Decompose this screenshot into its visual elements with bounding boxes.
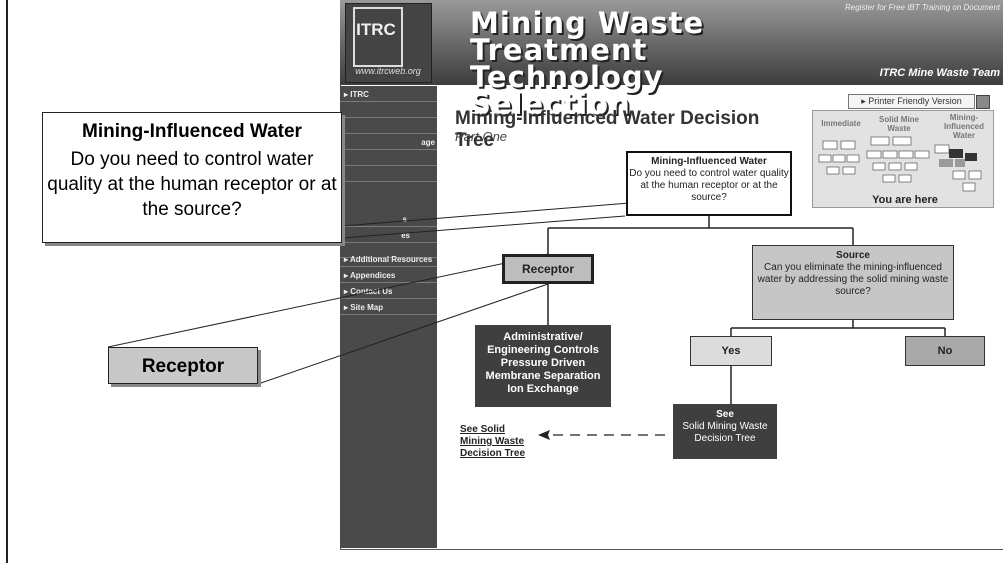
node-see-solid-tree[interactable]: See Solid Mining Waste Decision Tree	[673, 404, 777, 459]
sidebar-item[interactable]: s	[340, 212, 437, 227]
logo-frame	[353, 7, 403, 67]
register-link[interactable]: Register for Free IBT Training on Docume…	[844, 3, 1000, 12]
decision-tree-overview-map[interactable]: Immediate Solid Mine Waste Mining-Influe…	[812, 110, 994, 208]
overview-label-miw: Mining-Influenced Water	[943, 113, 984, 140]
see-solid-mining-waste-link[interactable]: See Solid Mining Waste Decision Tree	[460, 424, 540, 460]
site-banner	[340, 0, 1003, 85]
control-line: Administrative/	[503, 331, 583, 343]
node-yes[interactable]: Yes	[690, 336, 772, 366]
node-source[interactable]: Source Can you eliminate the mining-infl…	[752, 245, 954, 320]
printer-icon[interactable]	[976, 95, 990, 109]
sidebar-item-additional-resources[interactable]: ▸ Additional Resources	[340, 252, 437, 267]
callout-receptor: Receptor	[108, 347, 258, 384]
sidebar-item[interactable]	[340, 119, 437, 134]
slide-left-border	[6, 0, 8, 563]
node-receptor[interactable]: Receptor	[502, 254, 594, 284]
page-subtitle: Part One	[455, 129, 508, 144]
sidebar-item[interactable]	[340, 167, 437, 182]
control-line: Engineering Controls	[487, 344, 599, 356]
node-question: Do you need to control water quality at …	[629, 168, 789, 203]
logo-text: ITRC	[356, 20, 396, 39]
control-line: Ion Exchange	[507, 383, 579, 395]
link-line[interactable]: Mining Waste	[460, 436, 525, 447]
control-line: Pressure Driven	[500, 357, 586, 369]
callout-title: Mining-Influenced Water	[82, 121, 302, 142]
sidebar-item[interactable]	[340, 243, 437, 258]
overview-label-immediate: Immediate	[821, 119, 861, 128]
arrow-head-icon	[538, 430, 550, 440]
control-line: Membrane Separation	[485, 370, 601, 382]
callout-receptor-leader-top	[107, 253, 549, 348]
banner-title: Mining Waste Treatment Technology Select…	[470, 6, 705, 121]
team-label: ITRC Mine Waste Team	[879, 67, 1000, 79]
callout-receptor-leader-bottom	[257, 283, 549, 385]
callout-miw-leader-top	[341, 215, 626, 239]
sidebar-item-site-map[interactable]: ▸ Site Map	[340, 300, 437, 315]
printer-friendly-button[interactable]: ▸ Printer Friendly Version	[848, 94, 975, 109]
sidebar-item-itrc[interactable]: ▸ ITRC	[340, 87, 437, 102]
overview-mini-tree	[818, 136, 982, 192]
sidebar-item[interactable]: age	[340, 135, 437, 150]
node-title: Source	[836, 250, 870, 261]
sidebar-item-appendices[interactable]: ▸ Appendices	[340, 268, 437, 283]
sidebar-item[interactable]	[340, 151, 437, 166]
you-are-here-label: You are here	[872, 194, 938, 206]
node-mining-influenced-water[interactable]: Mining-Influenced Water Do you need to c…	[626, 151, 792, 216]
node-no[interactable]: No	[905, 336, 985, 366]
callout-question: Do you need to control water quality at …	[47, 149, 337, 220]
node-controls[interactable]: Administrative/ Engineering Controls Pre…	[475, 325, 611, 407]
sidebar-item[interactable]	[340, 103, 437, 118]
node-title: Mining-Influenced Water	[651, 156, 767, 167]
node-title: See	[716, 409, 734, 420]
sidebar	[340, 86, 437, 548]
node-question: Can you eliminate the mining-influenced …	[757, 262, 949, 297]
itrc-logo[interactable]	[345, 3, 432, 83]
page-title: Mining-Influenced Water Decision Tree	[455, 108, 760, 151]
node-text: Solid Mining Waste Decision Tree	[682, 421, 768, 444]
overview-label-solid: Solid Mine Waste	[879, 115, 919, 133]
sidebar-item[interactable]: es	[340, 228, 437, 243]
link-line[interactable]: Decision Tree	[460, 448, 526, 459]
callout-mining-influenced-water: Mining-Influenced Water Do you need to c…	[42, 112, 342, 243]
logo-url[interactable]: www.itrcweb.org	[355, 66, 421, 76]
link-line[interactable]: See Solid	[460, 424, 506, 435]
